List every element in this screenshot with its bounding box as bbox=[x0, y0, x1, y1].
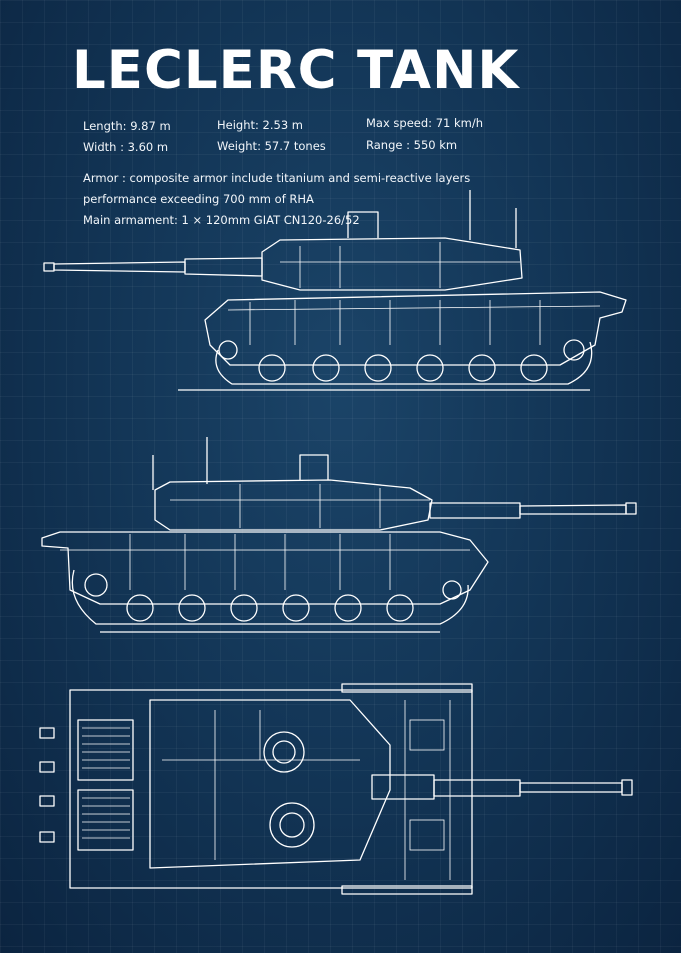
spec-armor: Armor : composite armor include titanium… bbox=[83, 171, 471, 185]
spec-max-speed: Max speed: 71 km/h bbox=[366, 116, 484, 130]
poster-title: LECLERC TANK bbox=[72, 40, 520, 101]
spec-weight: Weight: 57.7 tones bbox=[217, 139, 326, 153]
spec-length: Length: 9.87 m bbox=[83, 119, 171, 133]
spec-height: Height: 2.53 m bbox=[217, 118, 304, 132]
spec-width: Width : 3.60 m bbox=[83, 140, 169, 154]
spec-range: Range : 550 km bbox=[366, 138, 458, 152]
spec-main-armament: Main armament: 1 × 120mm GIAT CN120-26/5… bbox=[83, 213, 360, 227]
spec-armor-performance: performance exceeding 700 mm of RHA bbox=[83, 192, 314, 206]
